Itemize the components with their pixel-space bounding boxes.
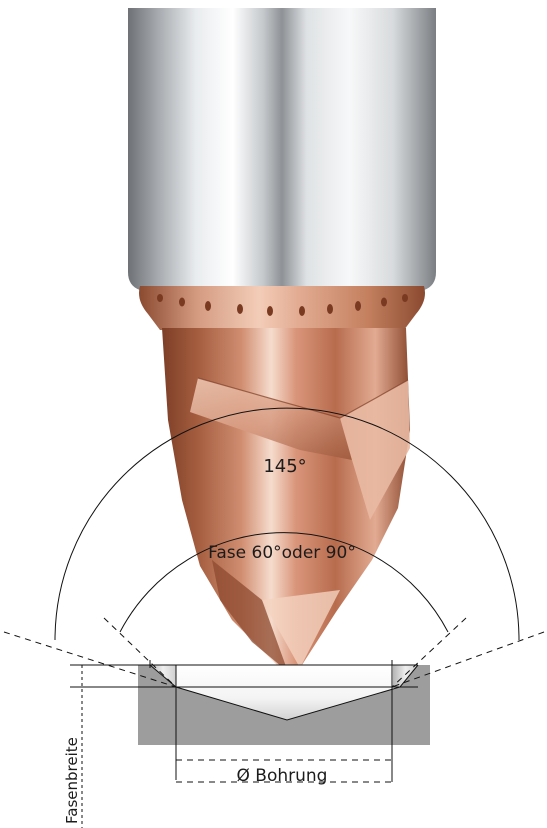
coolant-holes bbox=[157, 294, 408, 316]
arc-145 bbox=[54, 407, 520, 641]
cutting-edge bbox=[262, 590, 340, 668]
chamfer-angle-label: Fase 60°oder 90° bbox=[208, 543, 356, 563]
dashed-chamfer-right bbox=[391, 617, 467, 688]
coolant-ring bbox=[139, 286, 425, 330]
bore-cutout bbox=[150, 665, 418, 720]
flute-side bbox=[340, 380, 410, 520]
chamfer-right bbox=[393, 665, 418, 687]
tip-angle-label: 145° bbox=[263, 456, 306, 477]
bore-diameter-label: Ø Bohrung bbox=[237, 766, 328, 786]
angle-annotations bbox=[3, 407, 545, 688]
drill-bit bbox=[128, 8, 436, 676]
flute-upper bbox=[190, 378, 352, 460]
workpiece bbox=[70, 660, 430, 782]
bore-outline bbox=[149, 664, 419, 721]
dashed-145-left bbox=[3, 631, 177, 688]
tool-shank bbox=[128, 8, 436, 290]
dashed-145-right bbox=[391, 631, 545, 688]
arc-chamfer bbox=[119, 532, 449, 633]
chamfer-width-label: Fasenbreite bbox=[63, 737, 81, 824]
dimension-lines bbox=[81, 665, 392, 828]
flute-edge-line bbox=[197, 377, 409, 419]
dashed-chamfer-left bbox=[103, 617, 177, 688]
flute-lower bbox=[212, 560, 288, 672]
